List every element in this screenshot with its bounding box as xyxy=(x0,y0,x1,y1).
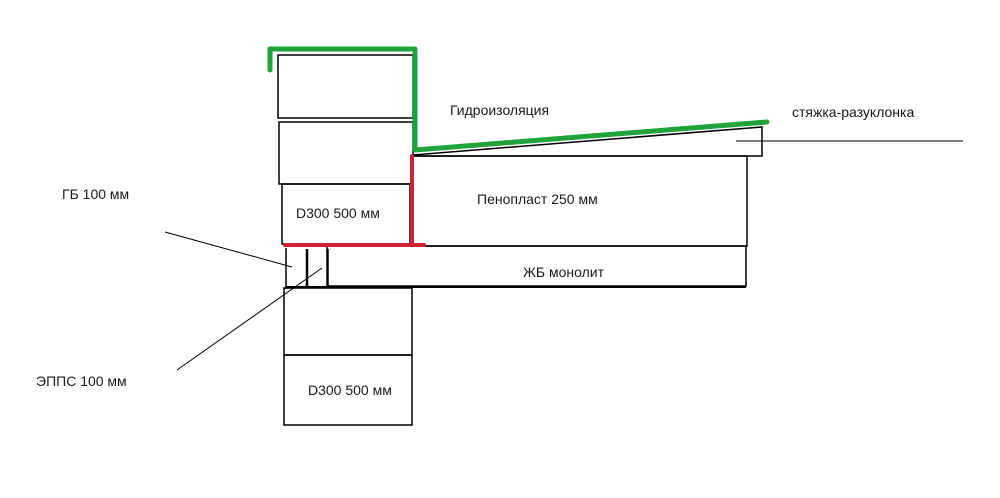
xps-label: ЭППС 100 мм xyxy=(36,373,127,389)
gb-leader-line xyxy=(164,231,293,268)
screed-label: стяжка-разуклонка xyxy=(792,104,915,120)
lower-block-label: D300 500 мм xyxy=(308,382,392,398)
insulation-red-line xyxy=(283,154,426,247)
upper-block-label: D300 500 мм xyxy=(296,205,380,221)
edge-insulation xyxy=(285,248,746,289)
leader-lines xyxy=(164,140,963,371)
foam-label: Пенопласт 250 мм xyxy=(477,191,598,207)
screed xyxy=(412,126,763,157)
upper-wall-block-1 xyxy=(277,54,414,119)
upper-wall-block-2 xyxy=(278,121,414,185)
lower-wall-block-2 xyxy=(283,354,413,426)
waterproofing-green-line xyxy=(267,46,770,153)
waterproofing-label: Гидроизоляция xyxy=(450,102,550,118)
xps-leader-line xyxy=(176,267,323,371)
lower-wall-block-1 xyxy=(283,287,413,356)
rc-slab-label: ЖБ монолит xyxy=(523,264,605,280)
gb-label: ГБ 100 мм xyxy=(62,186,130,202)
lower-wall xyxy=(283,287,413,426)
